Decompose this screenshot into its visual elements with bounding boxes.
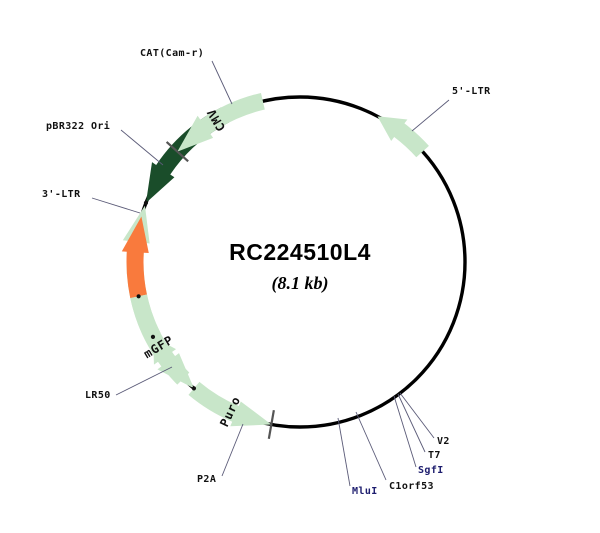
feature-arrow-mgfp[interactable] <box>130 294 194 389</box>
site-mlui-label: MluI <box>352 486 378 497</box>
feature-three-ltr-label: 3'-LTR <box>42 189 81 200</box>
site-t7-label: T7 <box>428 450 441 461</box>
site-v2-label: V2 <box>437 436 450 447</box>
plasmid-size-label: (8.1 kb) <box>272 273 329 294</box>
tick-p2a <box>191 386 197 391</box>
plasmid-title-group: RC224510L4 (8.1 kb) <box>229 239 371 294</box>
feature-pbr322-ori-leader-line <box>120 129 164 166</box>
page-title: RC224510L4 <box>229 239 371 265</box>
feature-five-ltr-label: 5'-LTR <box>452 86 491 97</box>
tick-lr50 <box>267 410 275 439</box>
feature-puro[interactable]: Puro <box>188 381 272 429</box>
feature-labels: CAT(Cam-r) pBR322 Ori 3'-LTR 5'-LTR V2T7SgfI… <box>42 48 491 497</box>
site-sgfi-label: SgfI <box>418 465 444 476</box>
site-p2a-leader-line <box>221 423 244 477</box>
site-mlui-leader-line <box>337 417 351 487</box>
feature-three-ltr-leader-line <box>91 197 141 214</box>
restriction-ticks <box>136 141 275 439</box>
feature-mgfp[interactable]: mGFP <box>130 294 194 389</box>
feature-arrow-cmv[interactable] <box>177 92 265 152</box>
site-c1orf53-site-leader-line <box>355 411 387 481</box>
feature-arrow-c1orf53[interactable] <box>121 216 149 299</box>
site-lr50-leader-line <box>115 366 173 396</box>
site-p2a-label: P2A <box>197 474 216 485</box>
feature-cmv[interactable]: CMV <box>177 92 265 152</box>
feature-c1orf53[interactable] <box>121 216 149 299</box>
feature-cat-cam-r-label: CAT(Cam-r) <box>140 48 204 59</box>
leader-lines <box>91 60 450 487</box>
feature-pbr322-ori-label: pBR322 Ori <box>46 120 110 132</box>
feature-arrow-five-ltr[interactable] <box>377 116 429 158</box>
site-t7-leader-line <box>397 393 426 453</box>
tick-cat <box>143 200 149 205</box>
feature-five-ltr[interactable] <box>377 116 429 158</box>
site-c1orf53-site-label: C1orf53 <box>389 481 434 492</box>
site-lr50-label: LR50 <box>85 390 111 401</box>
site-v2-leader-line <box>399 392 435 439</box>
tick-mlui <box>136 294 141 299</box>
site-sgfi-leader-line <box>393 395 417 468</box>
feature-five-ltr-leader-line <box>411 99 450 132</box>
feature-cat-cam-r-leader-line <box>211 60 233 105</box>
tick-sgfi <box>165 141 189 163</box>
tick-3ltr <box>150 334 156 340</box>
feature-arrow-puro[interactable] <box>188 381 272 427</box>
